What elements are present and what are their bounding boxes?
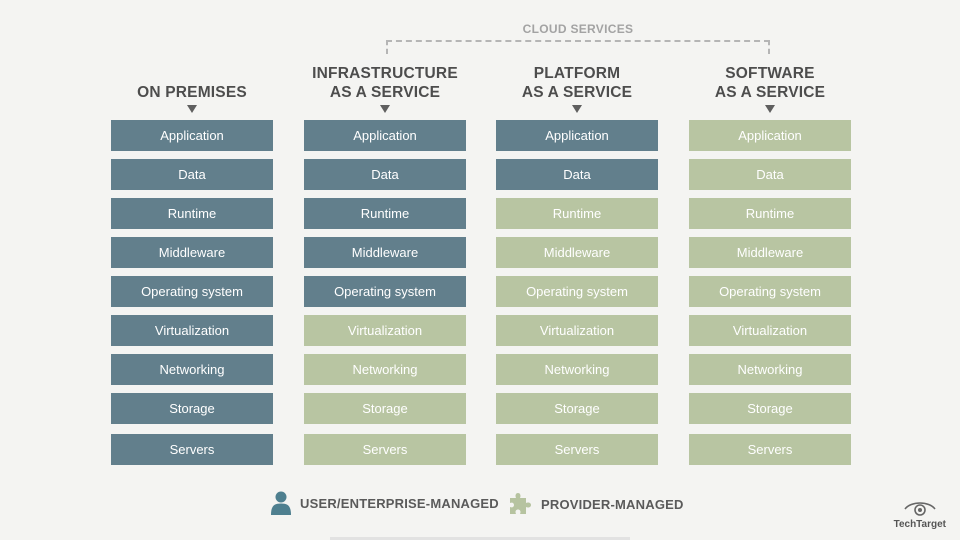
layer-block: Servers (689, 434, 851, 465)
layer-block: Storage (496, 393, 658, 424)
layer-block: Runtime (304, 198, 466, 229)
column-title: INFRASTRUCTURE AS A SERVICE (312, 65, 458, 101)
legend-user-label: USER/ENTERPRISE-MANAGED (300, 495, 499, 511)
column-title: PLATFORM AS A SERVICE (521, 65, 633, 101)
layer-block: Application (689, 120, 851, 151)
legend-user-managed: USER/ENTERPRISE-MANAGED (270, 491, 499, 515)
layer-block: Application (496, 120, 658, 151)
layer-block: Runtime (496, 198, 658, 229)
layer-block: Operating system (111, 276, 273, 307)
layer-block: Servers (496, 434, 658, 465)
down-arrow-icon (765, 105, 775, 113)
layer-block: Data (304, 159, 466, 190)
brand-name: TechTarget (893, 519, 946, 530)
layer-block: Storage (111, 393, 273, 424)
layer-block: Networking (496, 354, 658, 385)
layer-block: Virtualization (111, 315, 273, 346)
layer-block: Middleware (689, 237, 851, 268)
layer-block: Virtualization (689, 315, 851, 346)
layer-block: Storage (689, 393, 851, 424)
layer-block: Servers (111, 434, 273, 465)
layer-block: Networking (689, 354, 851, 385)
cloud-services-bracket (386, 40, 770, 54)
layer-block: Middleware (304, 237, 466, 268)
layer-block: Operating system (496, 276, 658, 307)
layer-block: Networking (304, 354, 466, 385)
layer-block: Servers (304, 434, 466, 465)
layer-block: Application (304, 120, 466, 151)
layer-block: Virtualization (304, 315, 466, 346)
down-arrow-icon (380, 105, 390, 113)
layer-block: Operating system (304, 276, 466, 307)
legend-provider-label: PROVIDER-MANAGED (541, 496, 684, 512)
layer-block: Middleware (111, 237, 273, 268)
bottom-divider (330, 537, 630, 540)
brand-logo: TechTarget (894, 500, 946, 530)
layer-block: Data (111, 159, 273, 190)
legend-provider-managed: PROVIDER-MANAGED (507, 491, 684, 517)
layer-block: Networking (111, 354, 273, 385)
puzzle-piece-icon (510, 493, 531, 514)
down-arrow-icon (187, 105, 197, 113)
layer-block: Runtime (111, 198, 273, 229)
eye-logo-icon (904, 502, 936, 516)
layer-block: Runtime (689, 198, 851, 229)
layer-block: Data (496, 159, 658, 190)
layer-block: Application (111, 120, 273, 151)
column-title: SOFTWARE AS A SERVICE (714, 65, 826, 101)
cloud-services-label: CLOUD SERVICES (522, 22, 634, 36)
layer-block: Virtualization (496, 315, 658, 346)
layer-block: Data (689, 159, 851, 190)
person-icon (271, 491, 291, 515)
layer-block: Storage (304, 393, 466, 424)
down-arrow-icon (572, 105, 582, 113)
column-title: ON PREMISES (137, 84, 247, 101)
layer-block: Middleware (496, 237, 658, 268)
layer-block: Operating system (689, 276, 851, 307)
